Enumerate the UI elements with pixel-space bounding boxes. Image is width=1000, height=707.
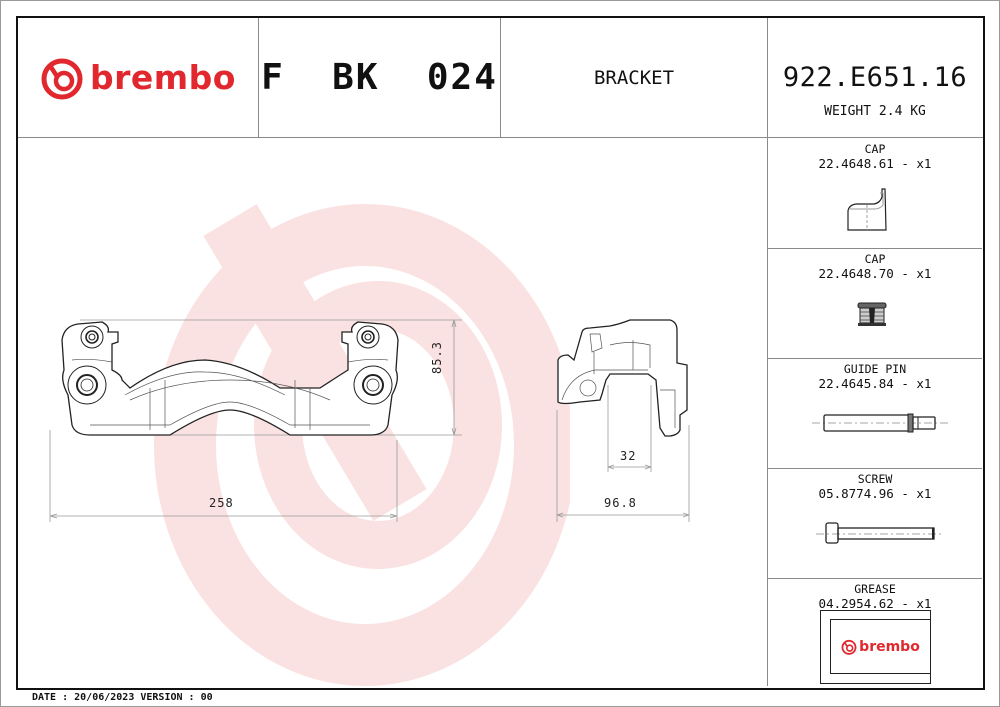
- component-screw: SCREW 05.8774.96 - x1: [768, 469, 982, 578]
- component-guide-pin: GUIDE PIN 22.4645.84 - x1: [768, 359, 982, 468]
- grease-package-label: brembo: [830, 619, 930, 674]
- product-type-cell: BRACKET: [501, 18, 767, 137]
- brembo-logo-icon: [841, 639, 857, 655]
- drawing-frame: [16, 16, 985, 690]
- guide-pin-icon: [812, 413, 948, 433]
- bracket-side-view: [556, 319, 690, 522]
- product-code: F BK 024: [261, 57, 498, 98]
- screw-icon: [816, 522, 942, 544]
- component-divider: [768, 358, 982, 359]
- component-cap-1: CAP 22.4648.61 - x1: [768, 139, 982, 248]
- dimension-depth: 96.8: [604, 496, 637, 510]
- component-name: CAP: [864, 252, 886, 266]
- brand-logo: brembo: [18, 18, 258, 137]
- component-name: GREASE: [854, 582, 896, 596]
- component-divider: [768, 578, 982, 579]
- right-panel-divider: [767, 18, 768, 686]
- weight-label: WEIGHT 2.4 KG: [824, 104, 926, 119]
- component-grease: GREASE 04.2954.62 - x1 brembo: [768, 579, 982, 686]
- component-divider: [768, 248, 982, 249]
- component-code: 04.2954.62 - x1: [818, 596, 932, 611]
- dimension-inner: 32: [620, 449, 637, 463]
- component-code: 22.4645.84 - x1: [818, 376, 932, 391]
- header-divider: [258, 18, 259, 138]
- header-divider: [500, 18, 501, 138]
- part-number-cell: 922.E651.16 WEIGHT 2.4 KG: [768, 18, 982, 137]
- cap-small-icon: [857, 302, 887, 326]
- component-name: GUIDE PIN: [843, 362, 907, 376]
- header-bottom-divider: [18, 137, 983, 138]
- component-code: 22.4648.61 - x1: [818, 156, 932, 171]
- product-type: BRACKET: [593, 66, 675, 89]
- grease-brand-name: brembo: [859, 638, 920, 655]
- grease-package-icon: brembo: [820, 610, 931, 684]
- dimension-height: 85.3: [430, 341, 444, 374]
- part-number: 922.E651.16: [782, 62, 968, 93]
- component-cap-2: CAP 22.4648.70 - x1: [768, 249, 982, 358]
- component-code: 22.4648.70 - x1: [818, 266, 932, 281]
- cap-angled-icon: [847, 188, 887, 231]
- dimension-width: 258: [209, 496, 234, 510]
- product-code-cell: F BK 024: [259, 18, 500, 137]
- date-version-label: DATE : 20/06/2023 VERSION : 00: [32, 692, 213, 703]
- brand-name: brembo: [90, 58, 236, 97]
- component-code: 05.8774.96 - x1: [818, 486, 932, 501]
- component-divider: [768, 468, 982, 469]
- bracket-front-view: [49, 319, 462, 522]
- component-name: CAP: [864, 142, 886, 156]
- brembo-logo-icon: [41, 58, 83, 99]
- component-name: SCREW: [857, 472, 893, 486]
